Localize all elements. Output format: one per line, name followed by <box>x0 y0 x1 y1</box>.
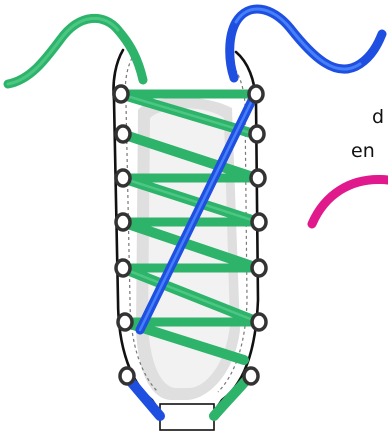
eyelet <box>116 214 130 230</box>
partial-text-d: d <box>372 108 384 127</box>
eyelet <box>116 170 130 186</box>
shoe-toe-box <box>160 404 214 430</box>
eyelet <box>252 214 266 230</box>
eyelet <box>249 86 263 102</box>
eyelet <box>252 260 266 276</box>
eyelet <box>116 126 130 142</box>
partial-text-en: en <box>351 142 375 161</box>
eyelet <box>120 368 134 384</box>
eyelet <box>116 260 130 276</box>
eyelet <box>252 314 266 330</box>
blue-lace-free-end <box>230 9 382 78</box>
eyelet <box>251 170 265 186</box>
eyelet <box>114 86 128 102</box>
eyelet <box>250 126 264 142</box>
eyelet <box>118 314 132 330</box>
eyelet <box>244 368 258 384</box>
magenta-lace-fragment <box>312 179 388 224</box>
